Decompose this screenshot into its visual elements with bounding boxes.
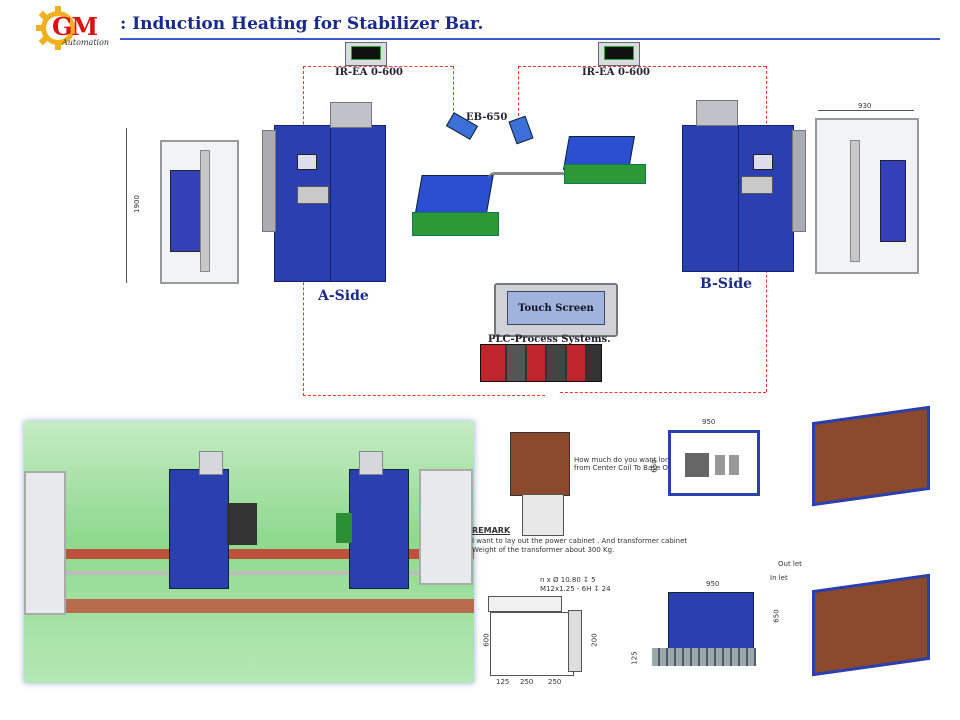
thermometer-a-label: IR-EA 0-600 [335,67,403,78]
wire-b-top [518,66,766,67]
wire-a-bottom [303,395,545,396]
b-side-label: B-Side [700,276,753,292]
a-side-cooler-pipe [200,150,210,272]
a-side-cabinet-top-unit [330,102,372,128]
remark-line-1: I want to lay out the power cabinet . An… [472,537,688,545]
gear-logo-icon [36,6,75,50]
dim-950-top: 950 [702,418,716,426]
b-side-power-cabinet [682,125,794,272]
wire-b-bottom [560,392,766,393]
remark-line-2: Weight of the transformer about 300 Kg. [472,546,615,554]
thermometer-a-device [345,42,387,66]
dim-650-b: 650 [772,609,781,623]
touch-screen-label: Touch Screen [518,302,594,314]
cabinet-front-pipes [652,648,756,666]
sensor-label: EB-650 [466,112,508,123]
dim-height-left: 1900 [132,195,141,213]
dim-125-left: 125 [630,651,639,665]
a-side-dimension-line [126,128,127,283]
dim-width-right: 930 [858,102,872,110]
touch-screen-device: Touch Screen [494,283,618,337]
logo-text: GM [52,12,98,41]
transformer-busbar [522,494,564,536]
thermometer-b-label: IR-EA 0-600 [582,67,650,78]
render-3d-floor [24,421,474,683]
a-side-power-cabinet [274,125,386,282]
heating-machine-left-base [412,212,499,236]
dim-200: 200 [590,633,599,647]
question-text: How much do you want longer from Center … [574,456,682,472]
transformer-side-view [510,432,570,496]
sensor-right [508,115,534,145]
wire-a-top [303,66,453,67]
logo-subtext: Automation [62,38,110,47]
spec-line-1: n x Ø 10.80 ↧ 5 [540,576,596,584]
wire-b-left [518,66,519,116]
cabinet-top-drawing [668,430,760,496]
dim-250-a: 250 [520,678,534,686]
title-underline [120,38,940,40]
dim-950-bottom: 950 [706,580,720,588]
coil-drawing-flange [568,610,582,672]
a-side-cooler-tank [170,170,202,252]
b-side-side-panel [792,130,806,232]
dim-650-a: 650 [650,459,659,473]
b-side-cabinet-top-unit [696,100,738,126]
out-let-label: Out let [778,560,802,568]
coil-drawing-body [490,612,574,676]
stabilizer-bar [488,172,568,185]
dim-250-b: 250 [548,678,562,686]
transformer-iso-bottom [812,573,930,677]
dim-125: 125 [496,678,510,686]
plc-label: PLC-Process Systems. [488,334,611,345]
a-side-side-panel [262,130,276,232]
coil-drawing-top [488,596,562,612]
wire-a-right [453,66,454,116]
spec-line-2: M12x1.25 - 6H ↧ 24 [540,585,611,593]
heating-machine-right-base [564,164,646,184]
thermometer-b-device [598,42,640,66]
b-side-cooler-pipe [850,140,860,262]
a-side-label: A-Side [318,288,369,304]
transformer-iso-top [812,405,930,507]
heating-machine-left-unit [414,175,494,217]
plc-rack [480,344,602,382]
page-title: : Induction Heating for Stabilizer Bar. [120,14,484,34]
b-side-cooler-tank [880,160,906,242]
in-let-label: In let [770,574,788,582]
b-side-dimension-line [818,110,914,111]
remark-heading: REMARK [472,526,511,535]
dim-600: 600 [482,633,491,647]
cabinet-front-drawing [668,592,754,652]
